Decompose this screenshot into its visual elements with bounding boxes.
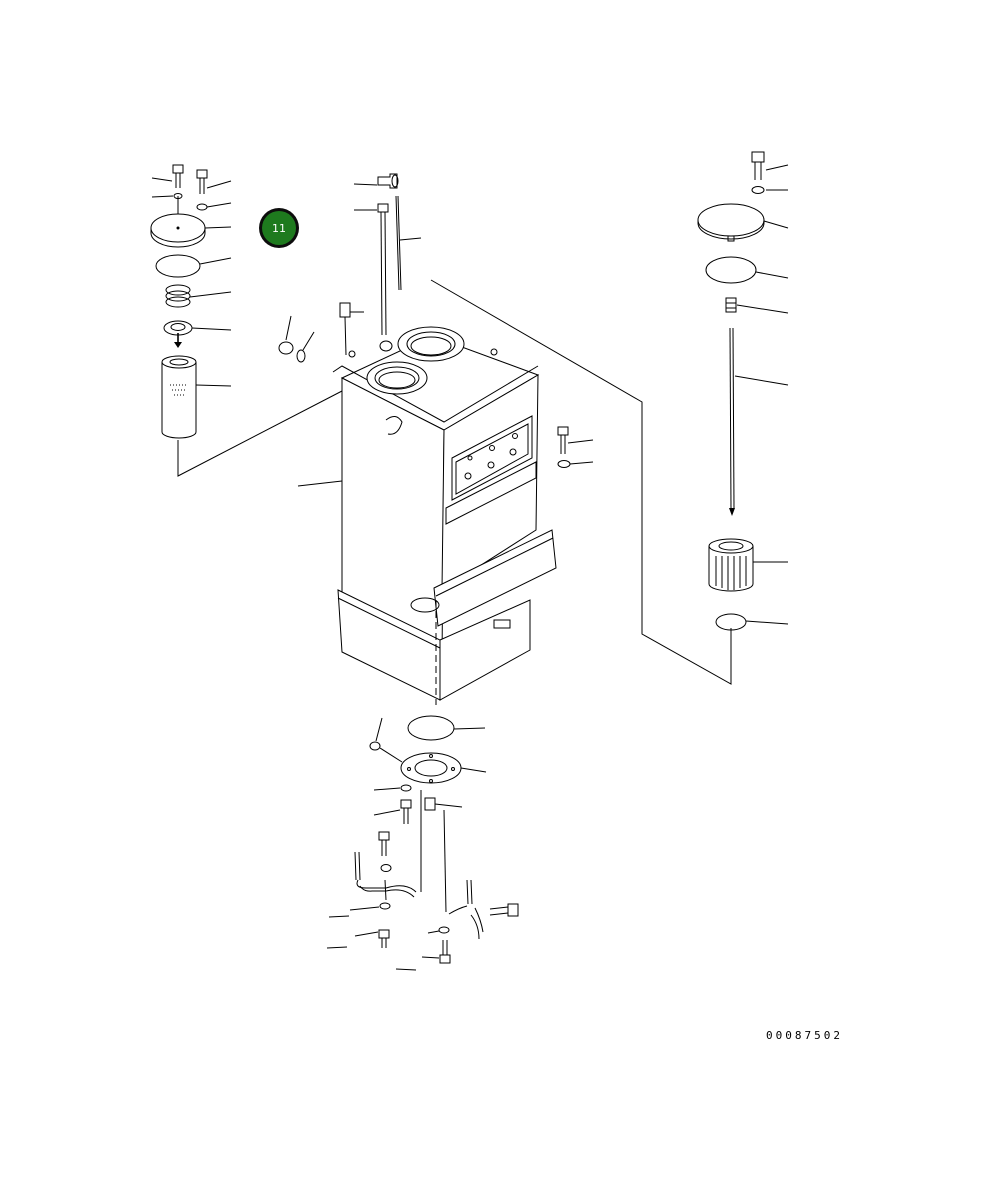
tank-port-upper	[397, 326, 465, 362]
bolt	[172, 164, 184, 188]
top-center-parts	[278, 173, 422, 363]
callout-badge-fill	[262, 211, 296, 245]
washer	[438, 926, 450, 934]
tank-handle	[385, 416, 403, 435]
o-ring	[407, 715, 455, 741]
drain-cock	[448, 879, 484, 940]
washer	[196, 203, 208, 211]
bolt	[196, 169, 208, 194]
relief-valve	[163, 320, 193, 348]
left-filter-assembly	[150, 164, 343, 477]
plug	[278, 315, 294, 355]
bolt	[489, 903, 519, 917]
o-ring-small	[296, 331, 315, 363]
dipstick-gauge	[377, 195, 402, 336]
drawing-number: 00087502	[766, 1029, 843, 1042]
fitting	[339, 302, 364, 356]
bolt	[400, 799, 412, 824]
drain-valve	[424, 797, 463, 913]
spring	[165, 284, 191, 308]
o-ring	[715, 613, 747, 631]
bolt	[378, 831, 390, 856]
tank-bolt-hole	[490, 348, 498, 356]
filter-element	[161, 355, 197, 439]
filter-cover	[697, 203, 765, 242]
bolt	[439, 940, 451, 964]
washer	[751, 186, 765, 194]
tank-label-plate	[493, 619, 511, 629]
bolt	[557, 426, 569, 454]
o-ring	[705, 256, 757, 284]
callout-badge-label: 11	[272, 222, 286, 235]
drain-hose	[354, 851, 417, 898]
washer	[400, 784, 412, 792]
valve-block	[451, 415, 533, 501]
bolt	[378, 929, 390, 948]
tank-fitting	[379, 340, 393, 352]
filter-element	[708, 538, 754, 592]
breather-elbow	[377, 173, 399, 189]
plug	[369, 717, 403, 763]
filter-cover	[150, 213, 206, 248]
filter-rod	[729, 327, 735, 516]
spring	[725, 297, 737, 313]
drain-assembly	[326, 715, 519, 971]
washer	[380, 864, 392, 872]
bolt	[751, 151, 765, 180]
callout-badge: 11	[259, 208, 299, 248]
tank-bolt-hole	[348, 350, 356, 358]
washer	[557, 460, 571, 468]
hydraulic-tank	[332, 326, 557, 705]
mounting-bracket	[433, 461, 557, 627]
o-ring	[155, 254, 201, 278]
tank-port-lower	[366, 361, 428, 395]
drain-flange	[400, 752, 462, 784]
washer	[379, 902, 391, 910]
right-filter-assembly	[697, 151, 789, 631]
